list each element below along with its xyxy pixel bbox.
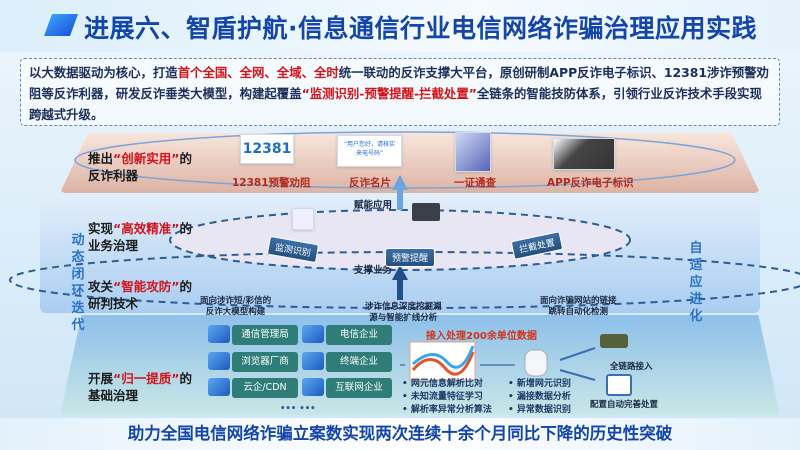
intro-highlight: “监测识别-预警提醒-拦截处置”: [301, 86, 477, 101]
tech-label: 面向涉诈短/彩信的 反诈大模型构建: [200, 296, 272, 317]
intro-text: 全链条的智能技防体系，引领行业反诈技术手段实现跨越式升级。: [29, 86, 762, 122]
org-icon: [302, 378, 324, 396]
org-item: 终端企业: [326, 352, 392, 372]
output-label: 全链路接入: [610, 362, 653, 372]
tool-label: 一证通查: [454, 177, 496, 189]
side-label-left: 动态闭环迭代: [71, 233, 85, 333]
page-title: 进展六、智盾护航·信息通信行业电信网络诈骗治理应用实践: [84, 14, 757, 43]
network-icon: [600, 334, 628, 348]
org-item: 电信企业: [326, 325, 392, 345]
layer-label: 攻关“智能攻防”的研判技术: [88, 279, 192, 311]
analysis-list: • 网元信息解析比对• 未知流量特征学习• 解析率异常分析算法: [402, 379, 492, 415]
empower-label: 赋能应用: [354, 200, 393, 211]
org-icon: [302, 325, 324, 343]
layer-label: 推出“创新实用”的反诈利器: [88, 151, 192, 183]
tool-label: APP反诈电子标识: [547, 177, 634, 189]
footer-banner: 助力全国电信网络诈骗立案数实现两次连续十余个月同比下降的历史性突破: [0, 418, 800, 450]
tool-label: 12381预警劝阻: [232, 177, 311, 189]
org-item: 互联网企业: [326, 378, 392, 398]
org-icon: [302, 352, 324, 370]
org-item: 浏览器厂商: [232, 352, 298, 372]
phone-icon: [292, 208, 314, 230]
card-id-check: [455, 132, 491, 172]
layer-label: 实现“高效精准”的业务治理: [88, 221, 192, 253]
intro-highlight: 首个全国、全网、全域、全时: [177, 65, 339, 80]
card-anti-fraud: “用户您好，请核实来电号码”: [337, 135, 402, 167]
data-note: 接入处理200余单位数据: [426, 331, 537, 342]
org-item: 通信管理局: [232, 325, 298, 345]
org-item: 云企/CDN: [232, 378, 298, 398]
tech-label: 涉诈信息深度挖掘溯 源与智能扩线分析: [365, 302, 442, 323]
org-icon: [208, 378, 230, 396]
title-bar: [0, 0, 800, 52]
tag-warn: 预警提醒: [385, 248, 436, 267]
result-list: • 新增网元识别• 漏接数据分析• 异常数据识别: [508, 379, 571, 415]
intro-box: 以大数据驱动为核心，打造首个全国、全网、全域、全时统一联动的反诈支撑大平台，原创…: [20, 58, 780, 126]
intro-text: 以大数据驱动为核心，打造: [29, 65, 178, 80]
more-dots: ••• •••: [280, 404, 316, 414]
output-label: 配置自动完善处置: [590, 400, 659, 410]
layer-label: 开展“归一提质”的基础治理: [88, 371, 192, 403]
intro-text: 统一联动的反诈支撑大平台，原创研制APP反诈电子标识、12381涉诈预警劝阻等反…: [29, 65, 769, 101]
tech-label: 面向诈骗网站的链接 跳转自动化检测: [540, 296, 617, 317]
dashboard-icon: [606, 374, 632, 396]
org-icon: [208, 325, 230, 343]
side-label-right: 自适应进化: [689, 241, 703, 324]
card-app-label: [553, 138, 615, 170]
server-icon: [412, 203, 440, 221]
tool-label: 反诈名片: [349, 177, 391, 189]
layer-tools: [60, 133, 760, 193]
org-icon: [208, 352, 230, 370]
flow-chart-graphic: [400, 341, 596, 381]
card-12381: 12381: [240, 134, 294, 164]
support-label: 支撑业务: [354, 265, 393, 276]
